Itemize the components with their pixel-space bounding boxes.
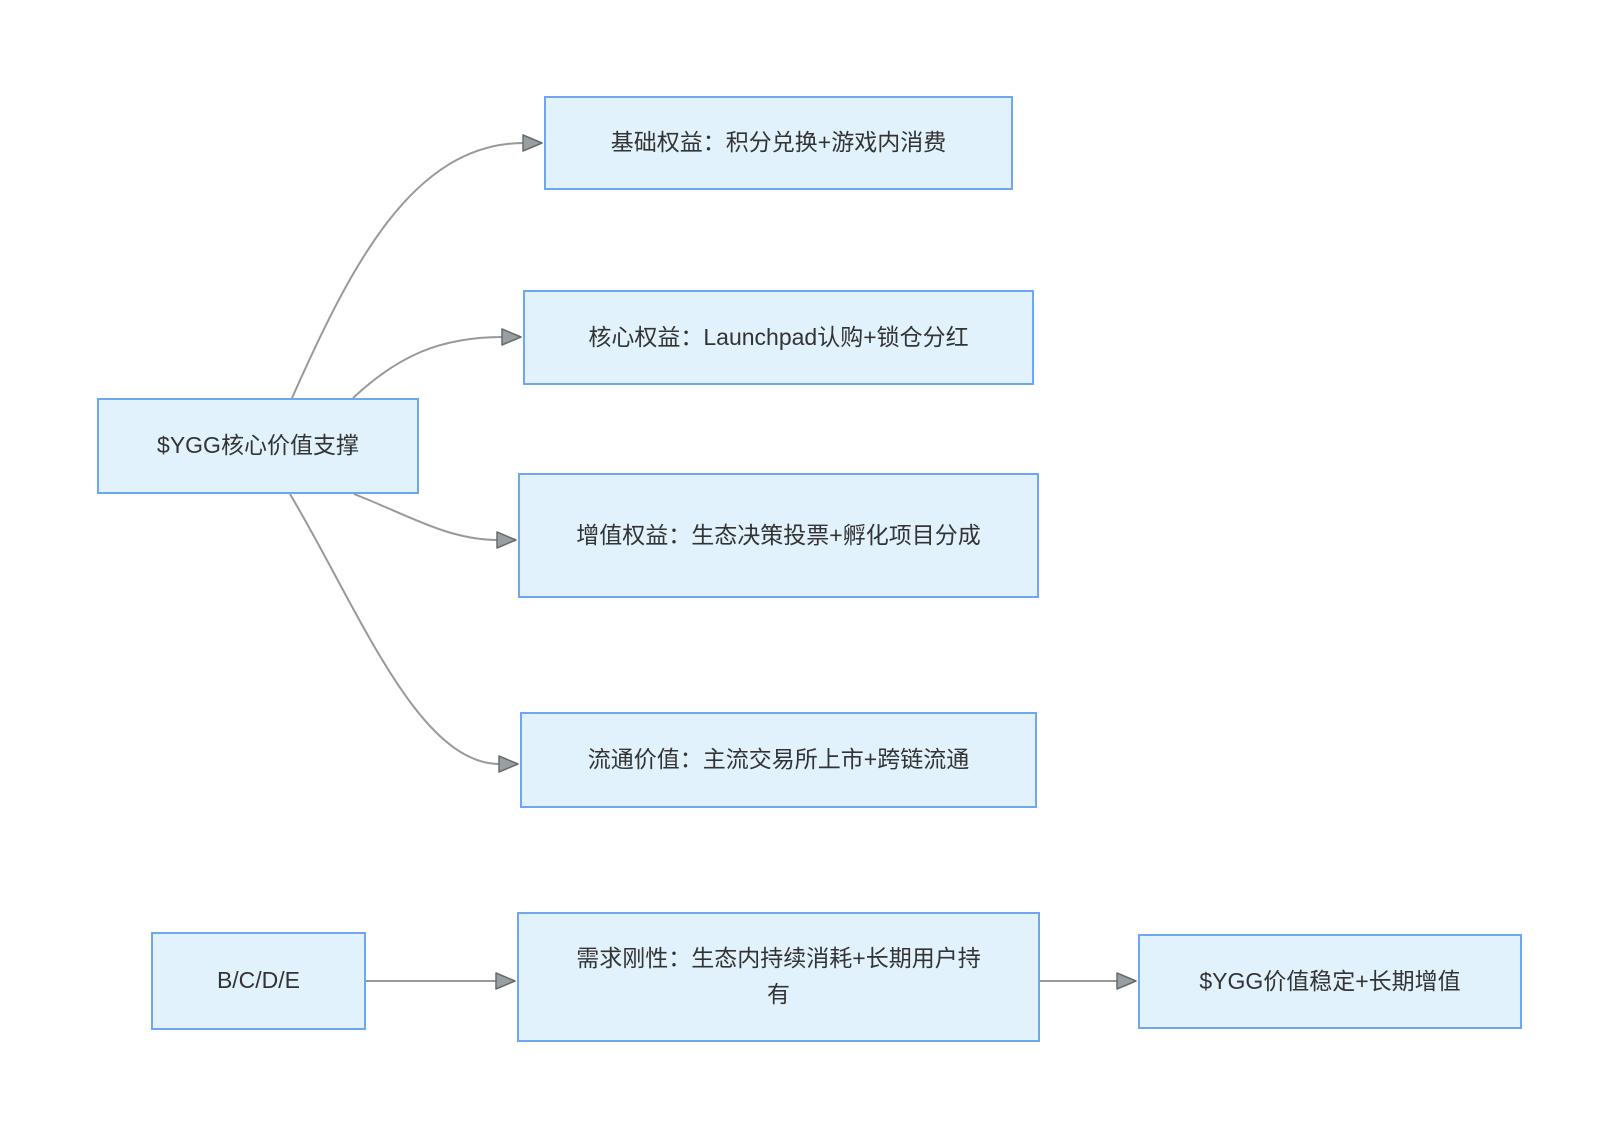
node-label: 核心权益：Launchpad认购+锁仓分红 bbox=[588, 323, 969, 350]
node-circulation-value: 流通价值：主流交易所上市+跨链流通 bbox=[520, 712, 1037, 808]
node-core-rights: 核心权益：Launchpad认购+锁仓分红 bbox=[523, 290, 1034, 385]
node-label: 基础权益：积分兑换+游戏内消费 bbox=[610, 129, 947, 156]
node-demand-rigidity: 需求刚性：生态内持续消耗+长期用户持有 bbox=[517, 912, 1040, 1042]
node-label: 增值权益：生态决策投票+孵化项目分成 bbox=[576, 521, 981, 548]
arrowhead-demand bbox=[495, 972, 516, 990]
edge-root-basic bbox=[291, 142, 525, 399]
node-label: $YGG价值稳定+长期增值 bbox=[1199, 967, 1461, 994]
node-label: 需求刚性：生态内持续消耗+长期用户持有 bbox=[576, 945, 981, 1007]
arrowhead-circulation bbox=[498, 755, 519, 773]
arrowhead-result bbox=[1116, 972, 1137, 990]
node-label: 流通价值：主流交易所上市+跨链流通 bbox=[587, 746, 970, 773]
node-value-add-rights: 增值权益：生态决策投票+孵化项目分成 bbox=[518, 473, 1039, 598]
arrowhead-value-add bbox=[496, 531, 517, 549]
edge-root-circulation bbox=[289, 493, 501, 765]
edge-root-value-add bbox=[353, 493, 499, 541]
edge-root-core bbox=[352, 336, 504, 399]
node-basic-rights: 基础权益：积分兑换+游戏内消费 bbox=[544, 96, 1013, 190]
arrowhead-basic bbox=[522, 134, 543, 152]
node-label: $YGG核心价值支撑 bbox=[157, 432, 359, 459]
node-ygg-core-value: $YGG核心价值支撑 bbox=[97, 398, 419, 494]
arrowhead-core bbox=[501, 328, 522, 346]
node-ygg-value-result: $YGG价值稳定+长期增值 bbox=[1138, 934, 1522, 1029]
node-bcde: B/C/D/E bbox=[151, 932, 366, 1030]
node-label: B/C/D/E bbox=[216, 967, 301, 994]
